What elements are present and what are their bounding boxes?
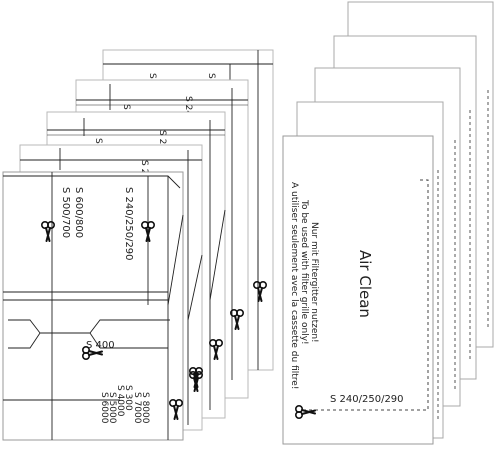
stack-label: S 2 [157, 130, 167, 144]
bottom-size-label: S 8000 [140, 392, 150, 424]
size-label-400: S 400 [86, 340, 115, 351]
stack-label: S [93, 138, 103, 144]
right-filter-stack: Air Clean Nur mit Filtergitter nutzen! T… [282, 1, 494, 445]
size-label-600-800: S 600/800 [73, 187, 84, 238]
bottom-size-label: S 300 [123, 385, 133, 411]
brand-label: Air Clean [356, 250, 374, 318]
bottom-size-label: S 5000 [107, 392, 117, 424]
size-label-right: S 240/250/290 [330, 394, 404, 405]
instruction-de: Nur mit Filtergitter nutzen! [309, 222, 319, 343]
instruction-fr: A utiliser seulement avec la cassette du… [289, 182, 299, 389]
bottom-size-label: S 6000 [99, 392, 109, 424]
stack-label: S 24 [139, 160, 149, 180]
size-label-240-250-290: S 240/250/290 [123, 187, 134, 261]
stack-label: S [121, 104, 131, 110]
filter-sheet-r-front: Air Clean Nur mit Filtergitter nutzen! T… [282, 135, 434, 445]
size-label-500-700: S 500/700 [60, 187, 71, 238]
stack-label: S 24 [183, 96, 193, 116]
left-filter-stack: S 2 S S 24 S S 2 S [2, 49, 274, 441]
bottom-size-label: S 4000 [115, 385, 125, 417]
bottom-size-list: S 300 S 4000 S 5000 S 6000 S 7000 S 8000 [99, 385, 150, 424]
stack-label: S [147, 73, 157, 79]
filter-sheet-front: S 500/700 S 600/800 S 240/250/290 S 400 … [2, 171, 204, 441]
instruction-en: To be used with filter grille only! [299, 199, 309, 345]
bottom-size-label: S 7000 [132, 392, 142, 424]
